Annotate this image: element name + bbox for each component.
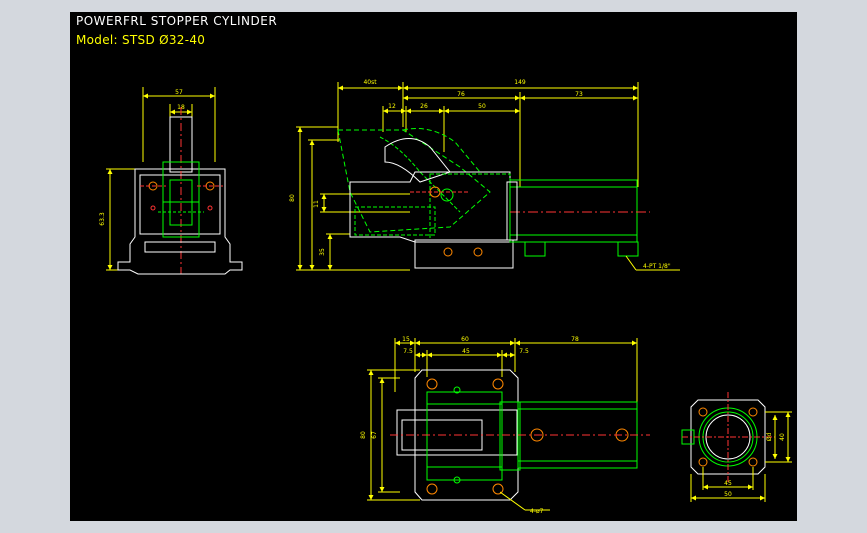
cad-viewport[interactable]: POWERFRL STOPPER CYLINDER Model: STSD Ø3… xyxy=(70,12,797,521)
dim-80-top: 80 xyxy=(360,431,367,439)
drawing-title: POWERFRL STOPPER CYLINDER xyxy=(76,14,278,28)
dim-76: 76 xyxy=(457,91,465,98)
dim-45: 45 xyxy=(462,348,470,355)
dim-80-side: 80 xyxy=(289,194,296,202)
end-view: 45 50 40 Ød xyxy=(681,392,792,502)
dim-12: 12 xyxy=(388,103,396,110)
dim-7-5-right: 7.5 xyxy=(519,348,529,355)
dim-7-5-left: 7.5 xyxy=(403,348,413,355)
dim-15: 15 xyxy=(402,336,410,343)
dim-40st: 40st xyxy=(363,79,377,86)
holes-label: 4-ø7 xyxy=(530,508,544,515)
dim-50-end: 50 xyxy=(724,491,732,498)
dim-phi-d: Ød xyxy=(766,433,773,442)
dim-35: 35 xyxy=(319,248,326,256)
dim-78: 78 xyxy=(571,336,579,343)
side-view: 40st 149 76 73 12 26 50 80 xyxy=(289,79,680,271)
dim-67: 67 xyxy=(371,431,378,439)
dim-40-end: 40 xyxy=(779,433,786,441)
dim-11: 11 xyxy=(313,200,320,208)
dim-60: 60 xyxy=(461,336,469,343)
dim-26: 26 xyxy=(420,103,428,110)
front-view: 57 18 63.3 xyxy=(99,87,243,275)
dim-73: 73 xyxy=(575,91,583,98)
dim-63-3: 63.3 xyxy=(99,212,106,226)
port-label: 4-PT 1/8" xyxy=(643,263,671,270)
top-view: 15 60 78 7.5 45 7.5 80 67 xyxy=(360,336,650,515)
dim-50: 50 xyxy=(478,103,486,110)
dim-149: 149 xyxy=(514,79,526,86)
dim-45-end: 45 xyxy=(724,480,732,487)
technical-drawing: 57 18 63.3 xyxy=(99,79,792,515)
model-label: Model: STSD Ø32-40 xyxy=(76,33,206,47)
dim-57: 57 xyxy=(175,89,183,96)
